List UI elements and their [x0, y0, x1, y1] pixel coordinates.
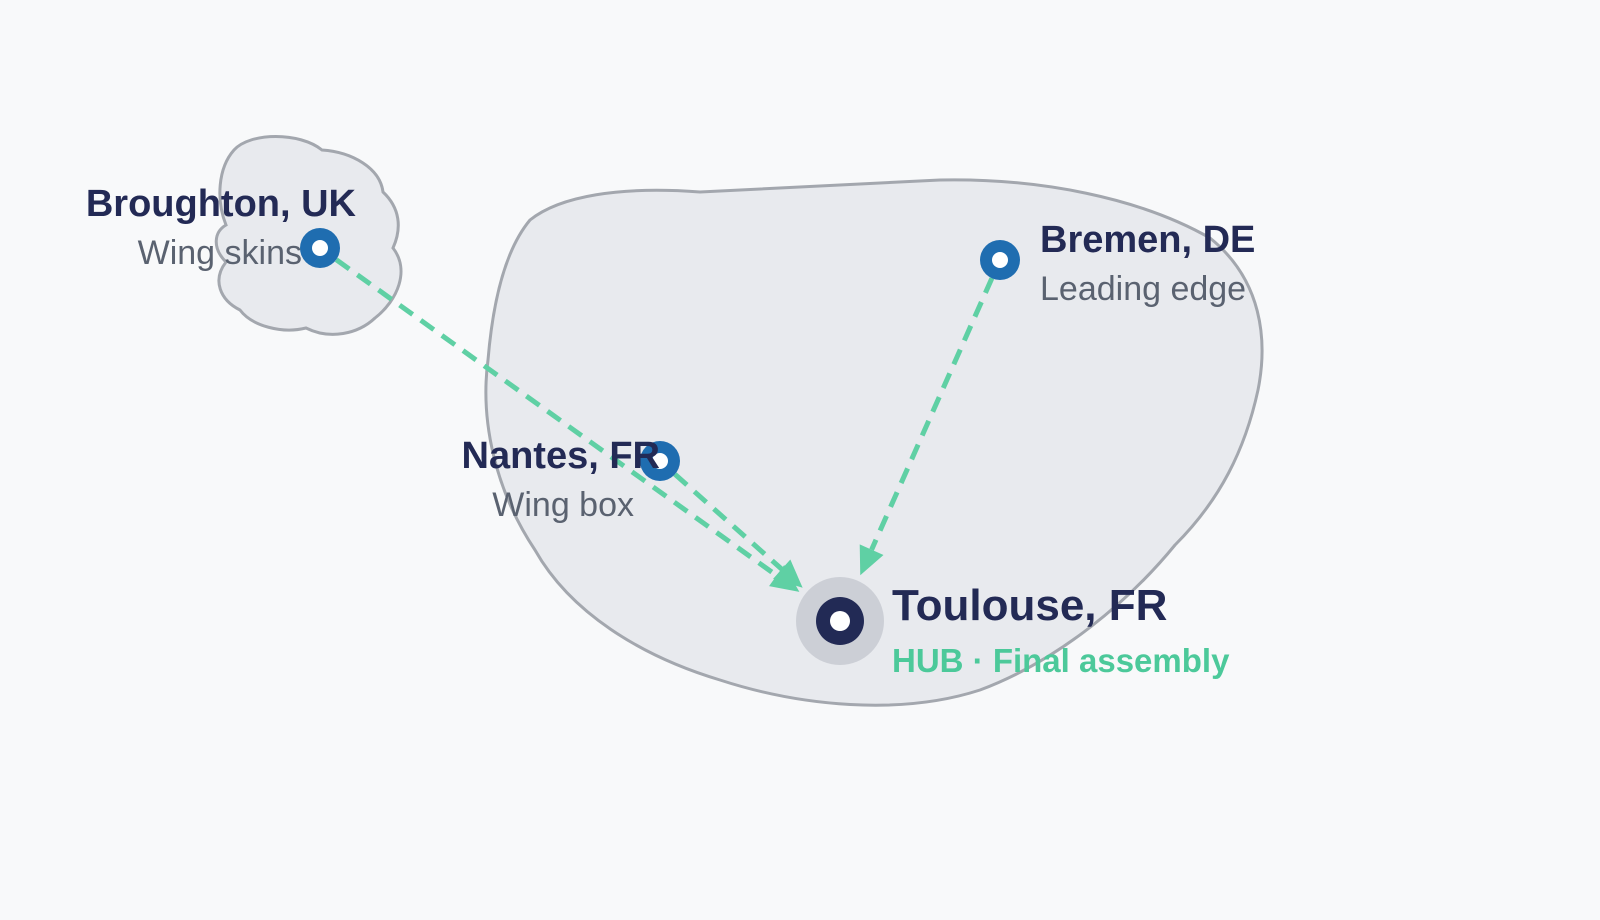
region-continent	[484, 178, 1264, 707]
route-line	[673, 472, 784, 572]
route-line	[869, 277, 995, 551]
site-role-nantes: Wing box	[492, 486, 634, 524]
routes-layer	[334, 257, 995, 592]
site-marker-nantes[interactable]	[640, 441, 680, 481]
site-label-broughton: Broughton, UK	[86, 183, 357, 225]
route-line	[334, 257, 779, 578]
site-marker-broughton[interactable]	[300, 228, 340, 268]
site-label-bremen: Bremen, DE	[1040, 219, 1255, 261]
hub-role: HUB · Final assembly	[892, 642, 1230, 679]
site-marker-core	[312, 240, 328, 256]
site-marker-bremen[interactable]	[980, 240, 1020, 280]
hub-label: Toulouse, FR	[892, 581, 1167, 630]
hub-marker[interactable]	[796, 577, 884, 665]
site-marker-core	[652, 453, 668, 469]
site-marker-core	[992, 252, 1008, 268]
site-label-nantes: Nantes, FR	[462, 435, 660, 477]
route-arrowhead-icon	[773, 559, 803, 588]
route-arrowhead-icon	[859, 544, 884, 576]
hub-marker-core	[830, 611, 850, 631]
site-role-broughton: Wing skins	[138, 234, 302, 272]
site-role-bremen: Leading edge	[1040, 270, 1246, 308]
